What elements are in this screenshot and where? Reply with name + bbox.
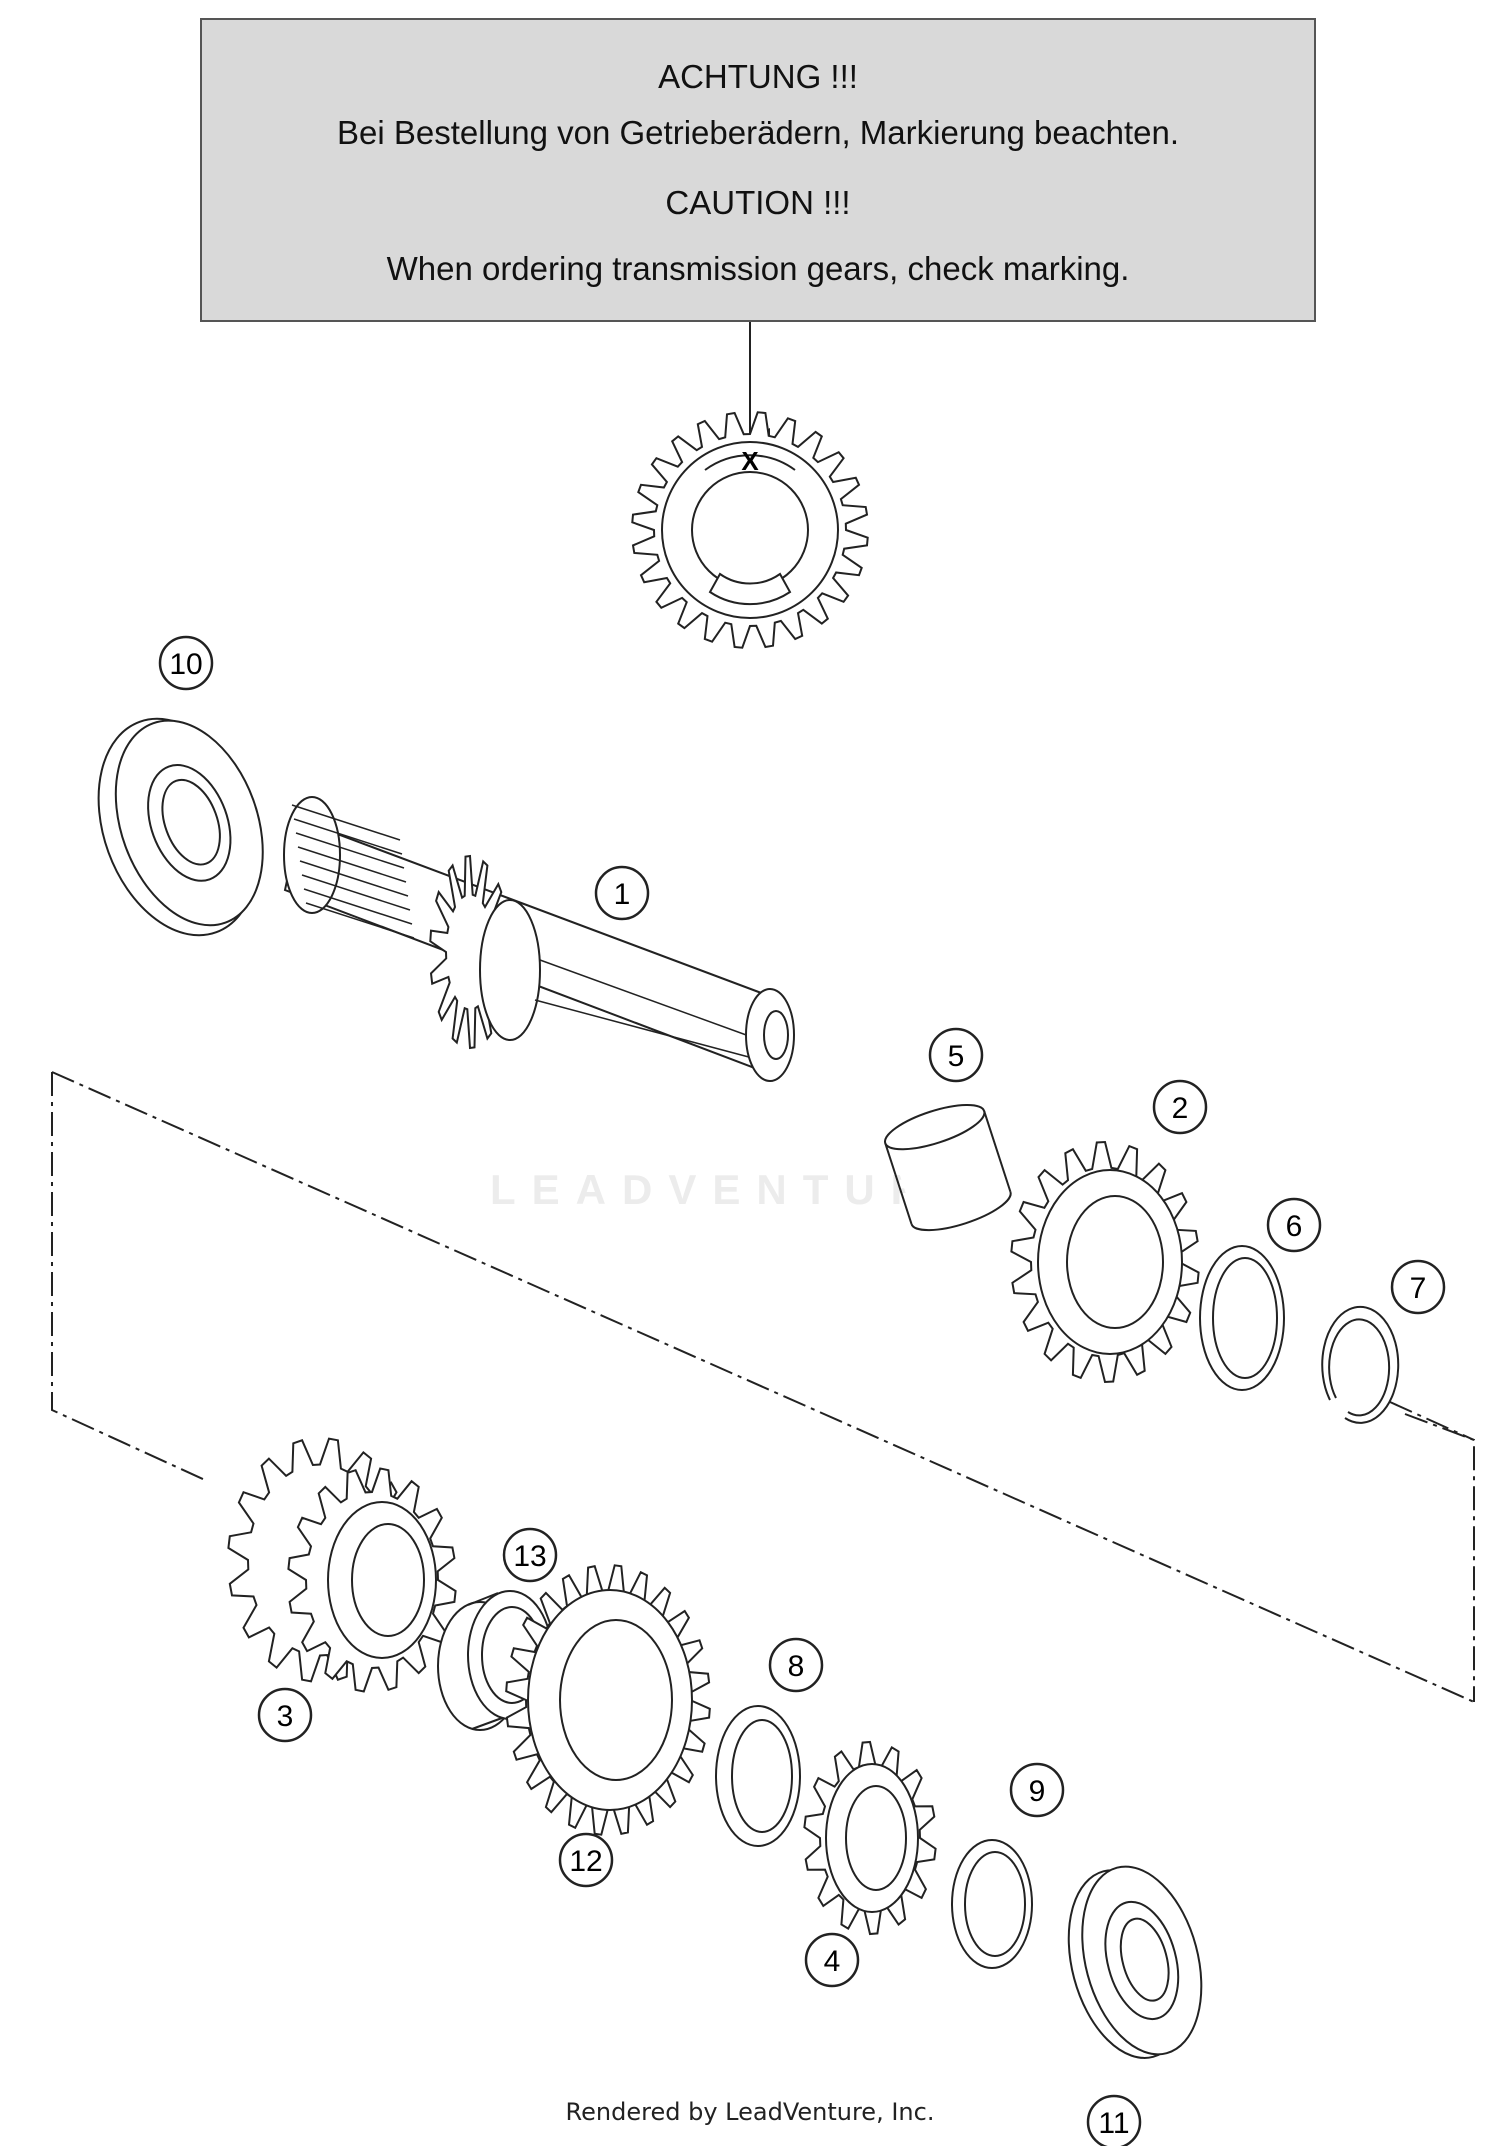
- shaft-spline: [295, 832, 405, 869]
- callout-11: 11: [1098, 2107, 1129, 2140]
- assembly-line: [51, 1071, 1475, 1703]
- callout-6-circle: [1266, 1197, 1322, 1253]
- marking-symbol: X: [741, 446, 759, 476]
- shaft-spline: [303, 888, 413, 925]
- part-6-washer: [1199, 1245, 1285, 1391]
- assembly-line: [1404, 1413, 1475, 1702]
- notice-german-text: Bei Bestellung von Getrieberädern, Marki…: [337, 114, 1179, 151]
- callout-6: 6: [1286, 1210, 1303, 1243]
- part-1-main-shaft: [283, 796, 795, 1082]
- notice-german-heading: ACHTUNG !!!: [658, 58, 858, 95]
- part-10-bearing: [97, 717, 264, 937]
- watermark: LEADVENTURE: [490, 1166, 982, 1213]
- shaft-spline: [305, 902, 415, 939]
- callout-8-circle: [768, 1637, 824, 1693]
- callout-7: 7: [1410, 1272, 1427, 1305]
- callout-9-circle: [1009, 1762, 1065, 1818]
- caution-notice: ACHTUNG !!! Bei Bestellung von Getrieber…: [200, 18, 1316, 322]
- part-3-double-gear: [227, 1437, 457, 1693]
- callout-10-circle: [158, 635, 214, 691]
- callout-7-circle: [1390, 1259, 1446, 1315]
- callout-4: 4: [824, 1945, 841, 1978]
- part-4-gear: [803, 1740, 937, 1936]
- callout-9: 9: [1029, 1775, 1046, 1808]
- footer-credit: Rendered by LeadVenture, Inc.: [565, 2098, 935, 2126]
- part-11-bearing: [1067, 1865, 1203, 2059]
- notice-english-text: When ordering transmission gears, check …: [386, 250, 1130, 287]
- callout-5: 5: [948, 1040, 965, 1073]
- callout-3: 3: [277, 1700, 294, 1733]
- callout-1-circle: [594, 865, 650, 921]
- callout-13: 13: [513, 1540, 546, 1573]
- callout-2-circle: [1152, 1079, 1208, 1135]
- shaft-spline: [291, 804, 401, 841]
- notice-english-heading: CAUTION !!!: [665, 184, 851, 221]
- callout-10: 10: [169, 648, 202, 681]
- part-2-gear: [1010, 1140, 1200, 1384]
- assembly-line: [51, 1072, 206, 1481]
- shaft-spline: [299, 860, 409, 897]
- callout-13-circle: [502, 1527, 558, 1583]
- part-9-washer: [951, 1839, 1033, 1969]
- callout-5-circle: [928, 1027, 984, 1083]
- callout-12: 12: [569, 1845, 602, 1878]
- callout-4-circle: [804, 1932, 860, 1988]
- callout-8: 8: [788, 1650, 805, 1683]
- callout-12-circle: [558, 1832, 614, 1888]
- callout-1: 1: [614, 878, 631, 911]
- shaft-spline: [301, 874, 411, 911]
- shaft-spline: [297, 846, 407, 883]
- callout-3-circle: [257, 1687, 313, 1743]
- part-7-circlip: [1321, 1305, 1475, 1441]
- callout-11-circle: [1086, 2094, 1142, 2146]
- shaft-spline: [293, 818, 403, 855]
- callout-2: 2: [1172, 1092, 1189, 1125]
- part-8-washer: [715, 1705, 801, 1847]
- part-5-bushing: [884, 1103, 1012, 1232]
- part-12-gear: [505, 1564, 711, 1836]
- marked-gear-detail: X: [631, 411, 869, 649]
